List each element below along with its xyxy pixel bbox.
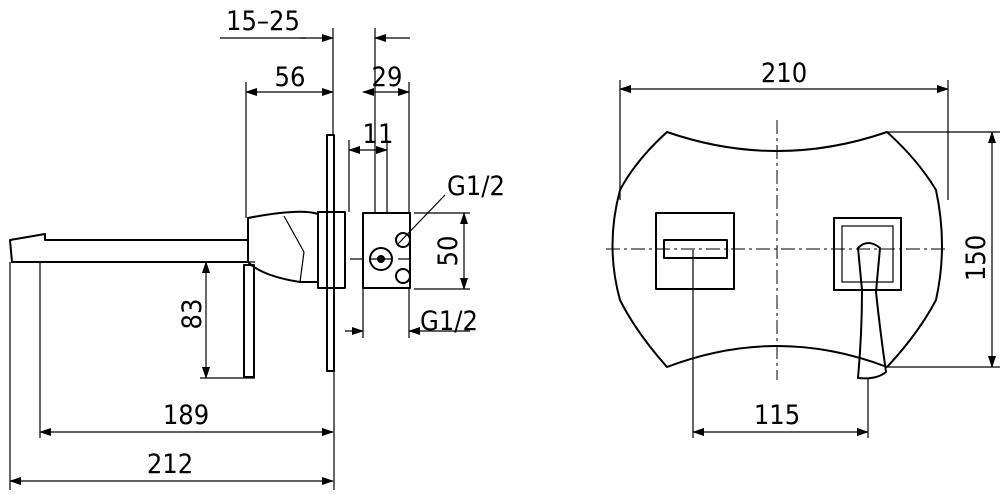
wall-plate (326, 134, 335, 372)
dim-50: 50 (433, 236, 464, 267)
dim-210: 210 (761, 58, 807, 89)
thread-label-top: G1/2 (447, 171, 505, 202)
front-view: 210 150 115 (606, 58, 1000, 438)
lever-outline (243, 264, 255, 378)
spout-body (247, 210, 319, 283)
bottom-connection (395, 268, 411, 284)
lever-handle (857, 242, 887, 380)
escutcheon-plate (611, 131, 943, 368)
top-connection (395, 232, 411, 248)
dim-11: 11 (363, 119, 394, 150)
thread-label-bottom: G1/2 (420, 306, 478, 337)
dim-115: 115 (754, 400, 800, 431)
dim-212: 212 (147, 449, 193, 480)
flange (317, 211, 346, 289)
dim-29: 29 (372, 62, 403, 93)
dim-15-25: 15–25 (226, 6, 300, 37)
side-view: 15–25 56 29 11 50 G1/2 G1/2 83 189 212 (9, 6, 505, 490)
dim-56: 56 (275, 62, 306, 93)
dim-150: 150 (961, 235, 992, 281)
diverter-square (655, 212, 735, 290)
lever-plate (833, 217, 902, 291)
dim-83: 83 (177, 299, 208, 330)
spout (9, 233, 249, 263)
diverter-knob (663, 239, 728, 259)
dim-189: 189 (163, 400, 209, 431)
